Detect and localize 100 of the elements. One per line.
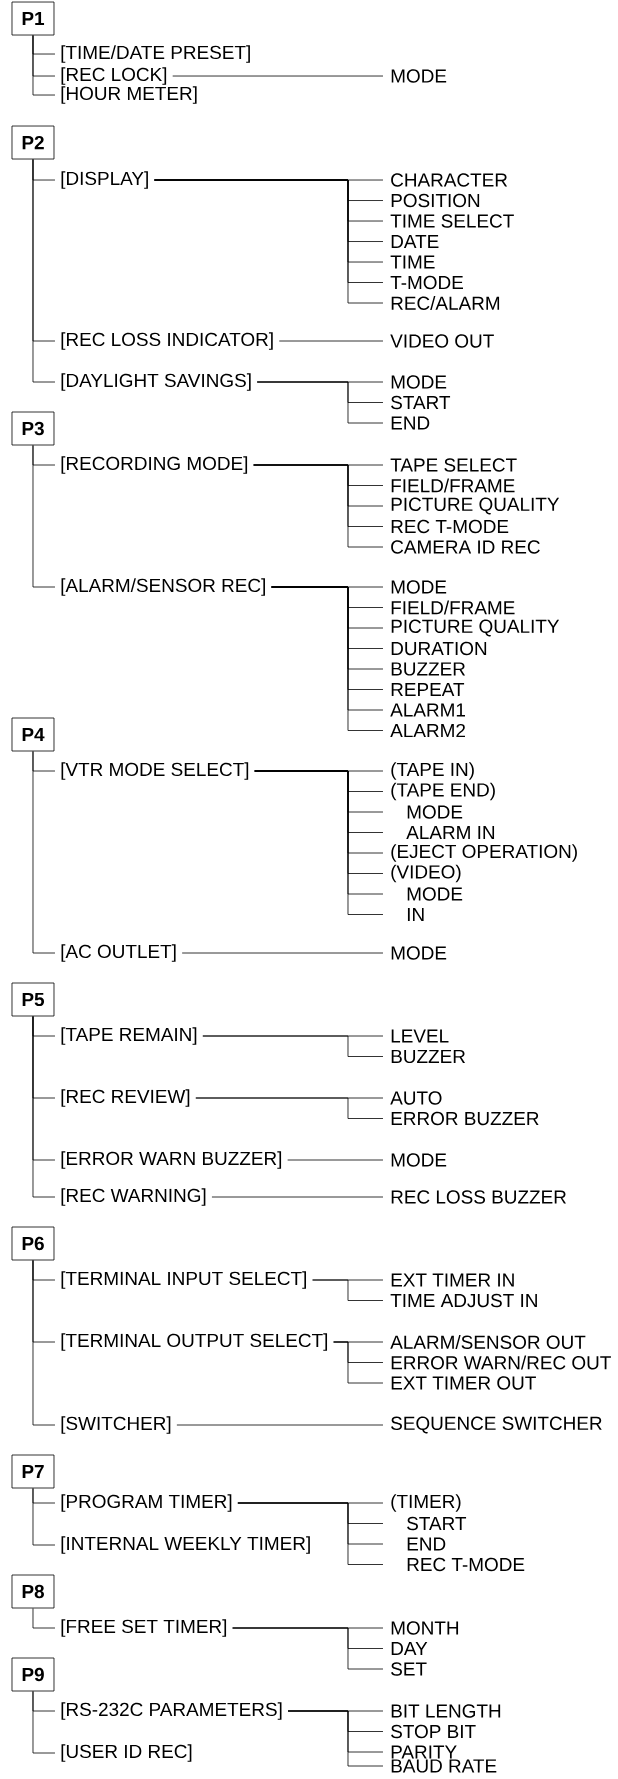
menu-item: [TAPE REMAIN] (61, 1027, 197, 1045)
menu-item: [TERMINAL OUTPUT SELECT] (61, 1333, 328, 1351)
setting-item: STOP BIT (391, 1724, 476, 1739)
page-label-box: P4 (11, 717, 55, 752)
setting-item: END (407, 1537, 446, 1551)
connector-line (287, 1159, 384, 1161)
connector-line (287, 1710, 384, 1767)
setting-item: SET (391, 1662, 427, 1676)
setting-item: ALARM/SENSOR OUT (390, 1335, 586, 1349)
page-label-box: P2 (11, 125, 55, 160)
setting-item: DAY (391, 1642, 428, 1655)
setting-item: ERROR BUZZER (391, 1111, 539, 1126)
connector-line (232, 1627, 384, 1670)
connector-line (195, 1097, 384, 1119)
setting-item: FIELD/FRAME (391, 478, 515, 493)
setting-item: DURATION (391, 641, 487, 656)
menu-item: [RS-232C PARAMETERS] (61, 1702, 282, 1720)
setting-item: LEVEL (391, 1029, 449, 1043)
setting-item: FIELD/FRAME (391, 600, 515, 615)
setting-item: ALARM2 (390, 723, 465, 738)
menu-item: [DISPLAY] (61, 171, 148, 189)
page-label-box: P7 (11, 1454, 55, 1489)
page-label-box: P3 (11, 411, 55, 446)
setting-item: ALARM IN (406, 826, 495, 839)
menu-item: [TERMINAL INPUT SELECT] (61, 1271, 306, 1289)
connector-line (253, 464, 384, 548)
menu-item: [USER ID REC] (61, 1744, 192, 1762)
setting-item: MODE (391, 375, 447, 389)
setting-item: MONTH (391, 1621, 459, 1635)
page-label-box: P8 (11, 1574, 55, 1609)
connector-line (172, 75, 384, 77)
menu-item: [RECORDING MODE] (61, 456, 248, 474)
page-label-box: P5 (11, 982, 55, 1017)
setting-item: CAMERA ID REC (391, 540, 540, 554)
menu-item: [FREE SET TIMER] (61, 1619, 227, 1637)
setting-item: REC T-MODE (407, 1557, 525, 1572)
menu-item: [REC WARNING] (61, 1188, 206, 1206)
connector-line (176, 1424, 384, 1426)
setting-item: CHARACTER (391, 173, 508, 187)
setting-item: MODE (407, 887, 463, 901)
setting-item: MODE (391, 946, 447, 960)
connector-line (154, 179, 384, 304)
menu-item: [ERROR WARN BUZZER] (61, 1151, 282, 1169)
connector-line (32, 159, 56, 383)
menu-item: [VTR MODE SELECT] (61, 762, 249, 780)
page-label-box: P6 (11, 1226, 55, 1261)
setting-item: AUTO (390, 1091, 442, 1105)
setting-item: ALARM1 (390, 703, 465, 717)
menu-item: [HOUR METER] (61, 86, 197, 104)
menu-item: [ALARM/SENSOR REC] (61, 578, 265, 596)
menu-item: [DAYLIGHT SAVINGS] (61, 373, 251, 391)
connector-line (181, 952, 384, 954)
connector-line (312, 1279, 384, 1301)
setting-item: TIME ADJUST IN (390, 1293, 537, 1308)
setting-item: (TIMER) (391, 1494, 461, 1512)
connector-line (32, 1691, 56, 1754)
setting-item: EXT TIMER OUT (391, 1376, 536, 1390)
setting-item: TAPE SELECT (390, 458, 517, 472)
setting-item: TIME (390, 255, 435, 269)
connector-line (32, 1488, 56, 1546)
menu-item: [AC OUTLET] (61, 944, 176, 962)
setting-item: PICTURE QUALITY (391, 619, 560, 637)
setting-item: (TAPE END) (391, 782, 495, 801)
menu-item: [SWITCHER] (61, 1416, 171, 1434)
menu-item: [REC LOCK] (61, 67, 167, 85)
setting-item: (VIDEO) (391, 864, 461, 883)
setting-item: END (391, 416, 430, 430)
setting-item: T-MODE (390, 275, 463, 290)
setting-item: VIDEO OUT (390, 334, 494, 348)
connector-line (32, 445, 56, 588)
menu-item: [TIME/DATE PRESET] (61, 45, 250, 63)
connector-line (256, 381, 384, 424)
connector-line (202, 1035, 384, 1057)
connector-line (32, 1608, 56, 1629)
setting-item: MODE (407, 805, 463, 819)
setting-item: REPEAT (391, 683, 465, 696)
setting-item: (TAPE IN) (391, 762, 474, 780)
setting-item: REC/ALARM (391, 296, 500, 310)
setting-item: BUZZER (391, 662, 466, 676)
page-label-box: P1 (11, 1, 55, 36)
connector-line (32, 751, 56, 954)
setting-item: PICTURE QUALITY (391, 497, 560, 515)
connector-line (333, 1341, 384, 1384)
setting-item: ERROR WARN/REC OUT (391, 1355, 611, 1370)
setting-item: BIT LENGTH (391, 1704, 501, 1718)
menu-item: [PROGRAM TIMER] (61, 1494, 232, 1512)
connector-line (237, 1502, 384, 1565)
setting-item: START (391, 395, 451, 410)
setting-item: SEQUENCE SWITCHER (391, 1416, 602, 1434)
setting-item: START (407, 1516, 467, 1531)
connector-line (278, 340, 384, 342)
setting-item: BAUD RATE (391, 1759, 497, 1773)
setting-item: MODE (391, 580, 447, 594)
setting-item: EXT TIMER IN (391, 1273, 514, 1287)
setting-item: PARITY (391, 1745, 457, 1759)
setting-item: MODE (391, 69, 447, 83)
setting-item: BUZZER (391, 1049, 466, 1064)
setting-item: REC T-MODE (391, 519, 509, 534)
connector-line (32, 35, 56, 96)
setting-item: DATE (391, 235, 439, 249)
